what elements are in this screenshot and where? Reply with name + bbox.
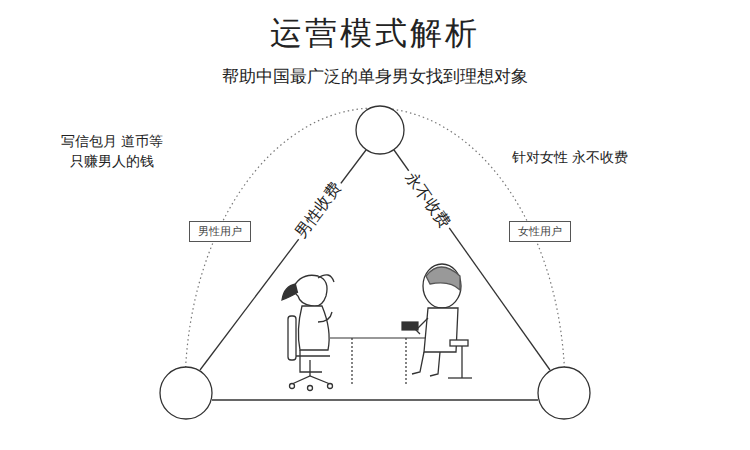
- vertex-circle: [356, 106, 404, 154]
- triangle-side: [200, 150, 366, 370]
- title: 运营模式解析: [0, 12, 750, 56]
- note: 写信包月 道币等 只赚男人的钱: [53, 131, 171, 172]
- woman-figure: [282, 275, 334, 391]
- subtitle: 帮助中国最广泛的单身男女找到理想对象: [222, 64, 528, 89]
- edge-label: 男性收费: [288, 175, 349, 245]
- box-text: 男性用户: [198, 224, 242, 239]
- user-box: 男性用户: [189, 221, 251, 242]
- user-box: 女性用户: [509, 221, 571, 242]
- table: [330, 322, 428, 385]
- vertex-circle: [538, 367, 590, 419]
- note: 针对女性 永不收费: [512, 147, 628, 167]
- triangle-side: [212, 399, 538, 400]
- edge-label: 永不收费: [398, 165, 457, 236]
- vertex-circle: [160, 367, 212, 419]
- triangle-side: [394, 150, 550, 370]
- box-text: 女性用户: [518, 224, 562, 239]
- man-figure: [412, 264, 472, 378]
